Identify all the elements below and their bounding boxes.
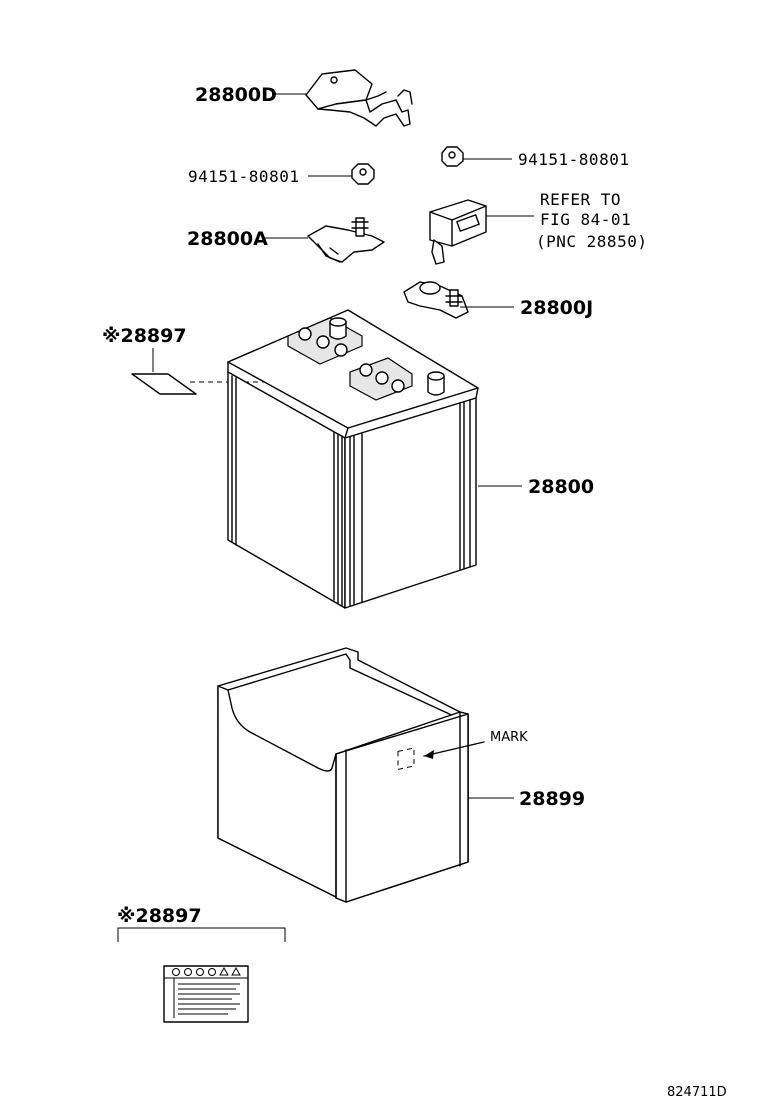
current-sensor-part	[429, 199, 487, 265]
figure-code: 824711D	[667, 1085, 727, 1100]
battery-tray-part	[217, 647, 469, 903]
part-number-nut-left: 94151-80801	[188, 167, 299, 186]
mark-arrow-head	[424, 750, 434, 759]
positive-terminal-clamp-part	[403, 281, 469, 319]
part-number-28800: 28800	[528, 476, 594, 498]
nut-part-left	[351, 163, 375, 185]
mark-arrow-line	[423, 741, 485, 757]
warning-label-sticker	[131, 373, 197, 395]
mark-text: MARK	[490, 730, 528, 745]
part-number-28899: 28899	[519, 788, 585, 810]
refer-text-line3: (PNC 28850)	[536, 232, 647, 251]
part-number-nut-right: 94151-80801	[518, 150, 629, 169]
label-bracket-line	[117, 927, 286, 942]
warning-label-detail	[163, 965, 249, 1023]
battery-part	[227, 309, 479, 609]
part-number-28800A: 28800A	[187, 228, 268, 250]
negative-terminal-clamp-part	[307, 217, 385, 263]
nut-part-right	[441, 146, 464, 167]
part-number-28897-top: ※28897	[102, 325, 187, 347]
refer-text-line1: REFER TO	[540, 190, 621, 209]
part-number-28897-bottom: ※28897	[117, 905, 202, 927]
clamp-bracket-part	[305, 69, 413, 127]
part-number-28800J: 28800J	[520, 297, 593, 319]
part-number-28800D: 28800D	[195, 84, 277, 106]
refer-text-line2: FIG 84-01	[540, 210, 631, 229]
